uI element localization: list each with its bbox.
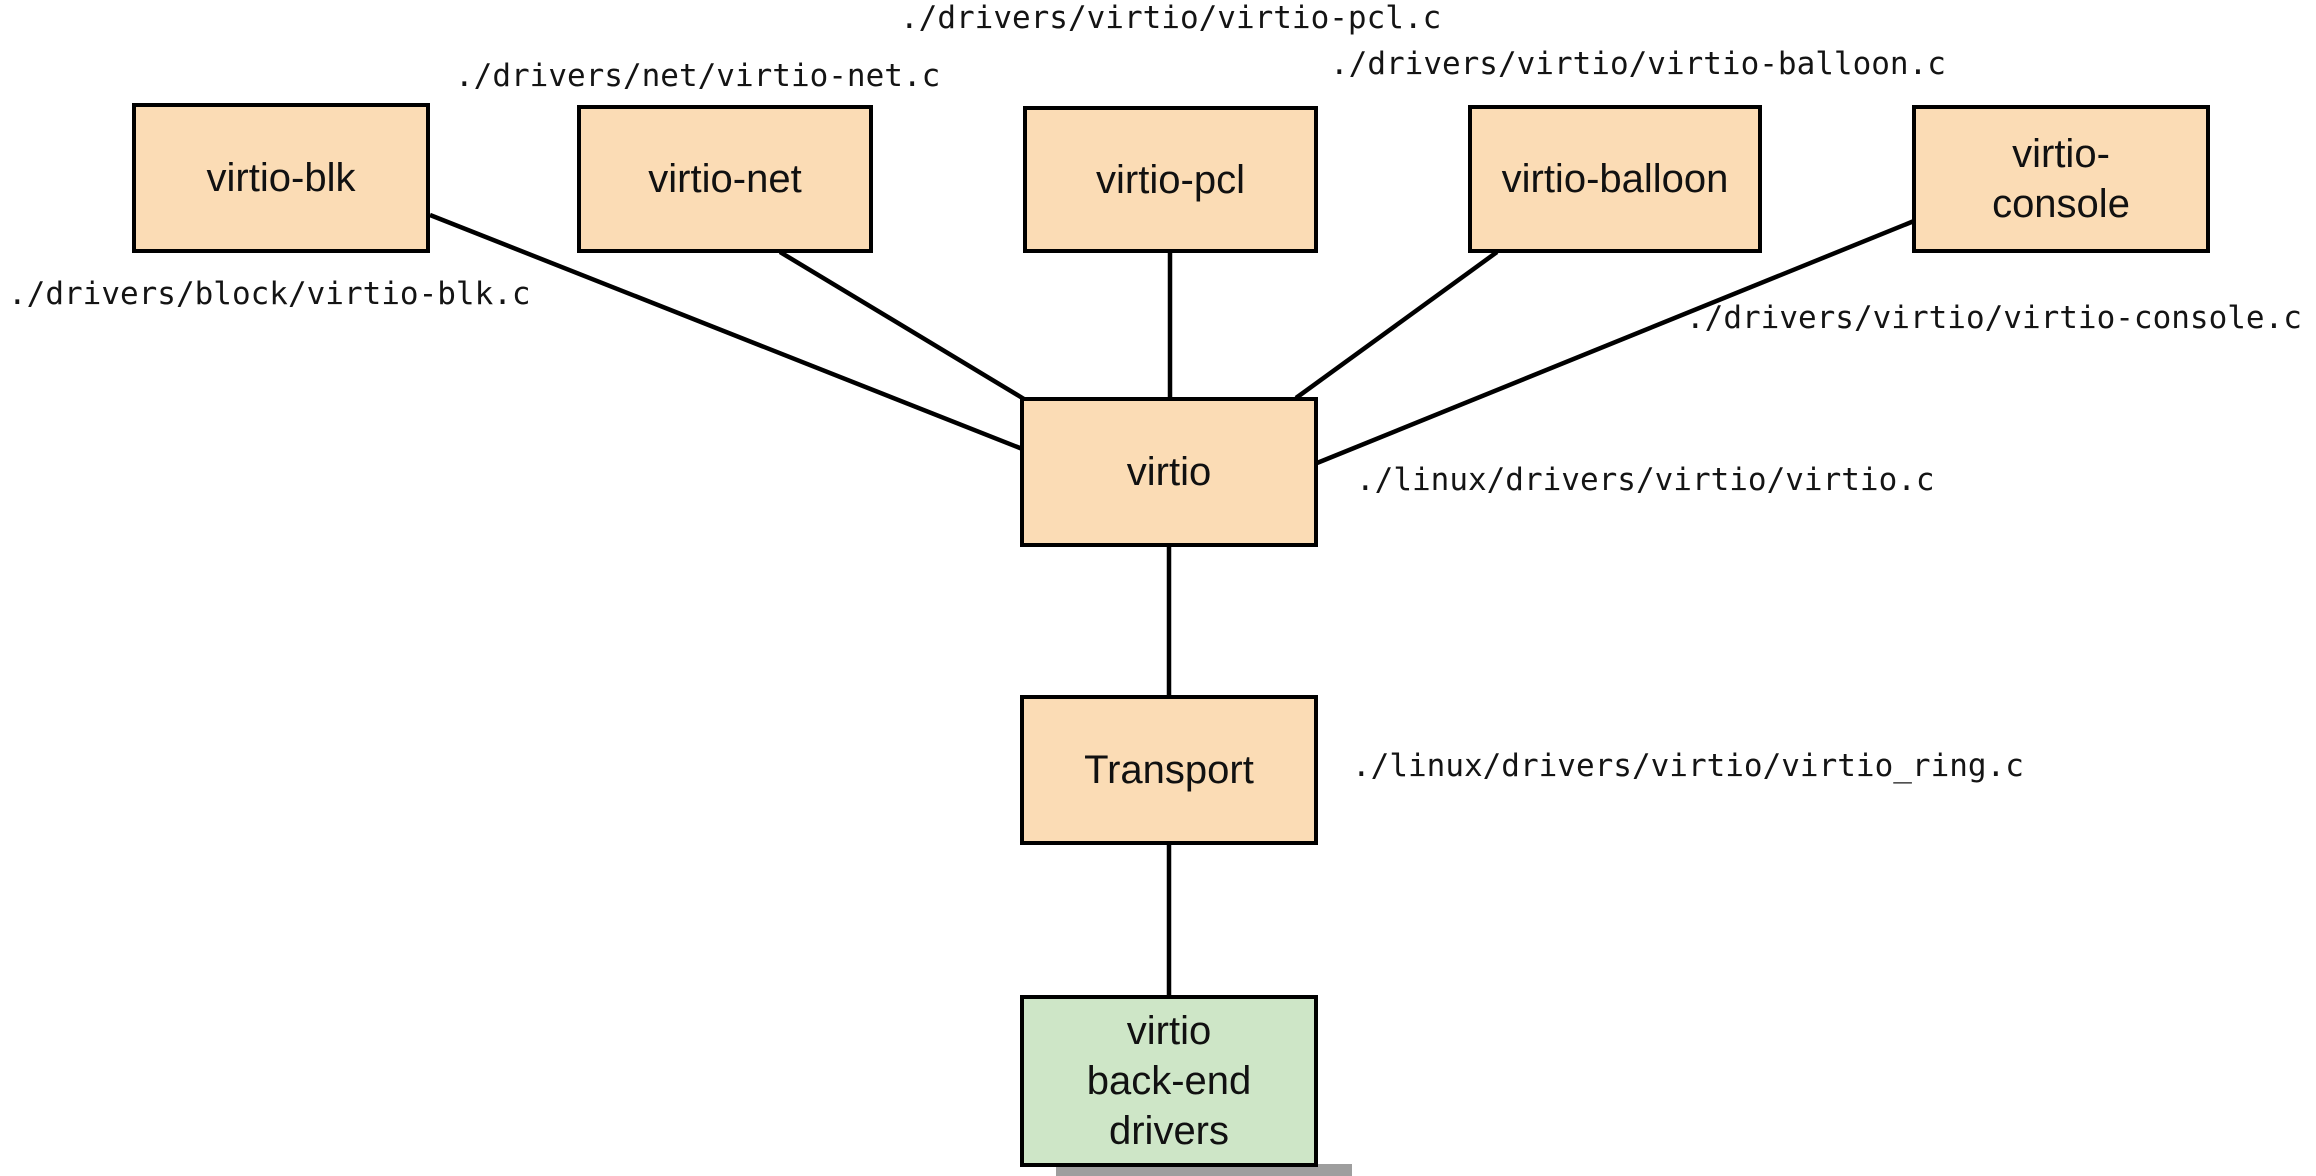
node-virtio-balloon: virtio-balloon (1468, 105, 1762, 253)
node-virtio: virtio (1020, 397, 1318, 547)
node-backend-label-line3: drivers (1108, 1109, 1230, 1153)
node-transport: Transport (1020, 695, 1318, 845)
node-backend-label-line1: virtio (1126, 1009, 1212, 1053)
connector-balloon-to-virtio (1294, 250, 1499, 400)
connector-blk-to-virtio (429, 212, 1031, 455)
node-transport-label: Transport (1084, 748, 1254, 792)
node-virtio-balloon-label: virtio-balloon (1501, 157, 1729, 201)
node-virtio-label: virtio (1126, 450, 1212, 494)
node-virtio-pcl: virtio-pcl (1023, 106, 1318, 253)
path-label-virtio-balloon: ./drivers/virtio/virtio-balloon.c (1330, 46, 1946, 82)
path-label-virtio-pcl: ./drivers/virtio/virtio-pcl.c (900, 0, 1442, 36)
path-label-virtio-ring: ./linux/drivers/virtio/virtio_ring.c (1352, 748, 2024, 784)
path-label-virtio-net: ./drivers/net/virtio-net.c (455, 58, 941, 94)
node-virtio-net: virtio-net (577, 105, 873, 253)
node-virtio-blk: virtio-blk (132, 103, 430, 253)
node-virtio-net-label: virtio-net (648, 157, 802, 201)
connector-net-to-virtio (778, 250, 1026, 401)
node-backend-label-line2: back-end (1086, 1059, 1252, 1103)
path-label-virtio-console: ./drivers/virtio/virtio-console.c (1686, 300, 2302, 336)
node-virtio-console-label-line2: console (1992, 182, 2130, 226)
node-virtio-console: virtio- console (1912, 105, 2210, 253)
node-virtio-blk-label: virtio-blk (206, 156, 356, 200)
path-label-virtio-blk: ./drivers/block/virtio-blk.c (8, 276, 531, 312)
backend-box-shadow (1056, 1164, 1352, 1176)
path-label-virtio-core: ./linux/drivers/virtio/virtio.c (1356, 462, 1935, 498)
node-virtio-pcl-label: virtio-pcl (1096, 157, 1245, 202)
connector-console-to-virtio (1316, 218, 1915, 466)
node-virtio-console-label-line1: virtio- (2012, 132, 2110, 176)
node-virtio-backend-drivers: virtio back-end drivers (1020, 995, 1318, 1167)
